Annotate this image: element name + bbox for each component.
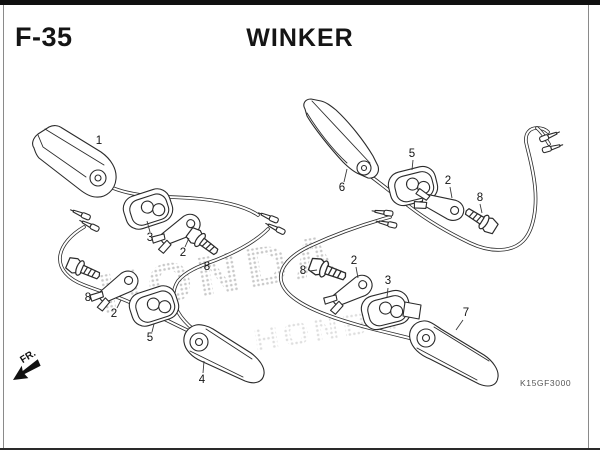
page-border-right — [588, 5, 589, 448]
part-callout-2: 2 — [445, 175, 451, 187]
diagram-code: K15GF3000 — [520, 378, 572, 388]
callout-leader-7 — [455, 319, 464, 331]
page-border-bottom — [0, 448, 600, 450]
part-callout-8: 8 — [300, 265, 306, 277]
callout-leader-5 — [151, 323, 155, 333]
part-callout-2: 2 — [111, 308, 117, 320]
grommet-3-right-tab — [402, 301, 422, 320]
part-callout-8: 8 — [85, 292, 91, 304]
winker-body-7 — [409, 320, 499, 387]
callout-leader-2 — [184, 237, 190, 248]
part-callout-5: 5 — [147, 332, 153, 344]
callout-leader-8 — [309, 269, 318, 272]
part-callout-2: 2 — [351, 255, 357, 267]
callout-leader-4 — [202, 360, 205, 374]
callout-leader-2 — [449, 186, 453, 199]
part-callout-3: 3 — [385, 275, 391, 287]
part-callouts: 1 3 2 8 8 2 5 4 6 5 2 8 8 2 3 7 — [85, 135, 483, 386]
callout-leader-3 — [386, 287, 389, 298]
fr-direction-arrow: FR. — [13, 348, 41, 380]
callout-leader-2 — [116, 299, 122, 309]
winker-body-1 — [32, 125, 117, 198]
page-border-left — [3, 5, 4, 448]
section-code: F-35 — [15, 22, 73, 52]
fr-arrow-icon — [13, 359, 41, 380]
winker-body-6 — [303, 98, 379, 179]
part-callout-1: 1 — [96, 135, 102, 147]
callout-leader-6 — [343, 168, 348, 183]
part-callout-7: 7 — [463, 307, 469, 319]
part-callout-6: 6 — [339, 182, 345, 194]
callout-leader-3 — [146, 220, 151, 233]
part-callout-5: 5 — [409, 148, 415, 160]
part-callout-2: 2 — [180, 247, 186, 259]
callout-leader-5 — [411, 159, 414, 171]
bracket-2-right-upper — [410, 187, 467, 224]
page-top-bar — [0, 0, 600, 5]
wire-harness-right-lower — [279, 215, 415, 341]
part-callout-8: 8 — [204, 261, 210, 273]
part-callout-8: 8 — [477, 192, 483, 204]
wire-harness-left-upper — [106, 184, 260, 217]
winker-body-4 — [183, 324, 265, 384]
callout-leader-2 — [355, 266, 359, 279]
part-callout-3: 3 — [147, 232, 153, 244]
page-title: WINKER — [246, 24, 354, 52]
part-callout-4: 4 — [199, 374, 206, 386]
callout-leader-8 — [479, 203, 483, 214]
